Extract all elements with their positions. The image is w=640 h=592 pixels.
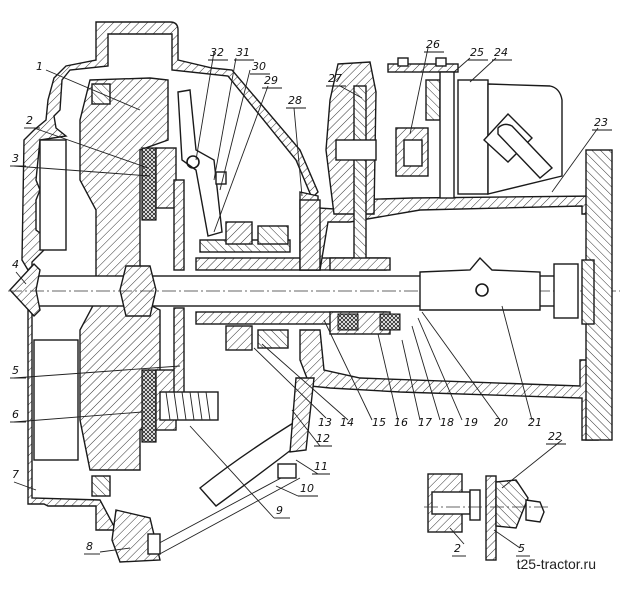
- watermark: t25-tractor.ru: [516, 556, 596, 572]
- callout-23: 23: [592, 116, 612, 131]
- callout-13: 13: [318, 416, 332, 429]
- callout-32: 32: [208, 46, 228, 61]
- callout-16: 16: [394, 416, 408, 429]
- release-levers: [173, 89, 227, 399]
- callout-31: 31: [234, 46, 254, 61]
- detail-view: [424, 473, 548, 561]
- callout-14: 14: [340, 416, 354, 429]
- svg-text:19: 19: [464, 416, 478, 429]
- callout-3: 3: [10, 152, 26, 167]
- callout-labels: 1 2 3 4 5 6 7 8 9 10 11 12 13 14 15 16 1…: [10, 38, 612, 557]
- svg-text:25: 25: [470, 46, 484, 59]
- callout-25: 25: [468, 46, 488, 61]
- svg-text:30: 30: [252, 60, 266, 73]
- svg-text:18: 18: [440, 416, 454, 429]
- hydraulic-booster-tube: [149, 377, 315, 557]
- callout-10: 10: [298, 482, 318, 497]
- svg-text:20: 20: [494, 416, 508, 429]
- callout-21: 21: [528, 416, 542, 429]
- pto-gear-drive: [325, 61, 401, 335]
- svg-text:2: 2: [26, 114, 33, 127]
- detail-callout-2: 2: [452, 542, 466, 557]
- clutch-housing: [21, 21, 319, 531]
- svg-text:11: 11: [314, 460, 328, 473]
- callout-11: 11: [312, 460, 330, 475]
- svg-text:24: 24: [494, 46, 508, 59]
- svg-text:7: 7: [12, 468, 19, 481]
- callout-4: 4: [12, 258, 19, 271]
- callout-leader-lines: [13, 47, 599, 553]
- svg-text:21: 21: [528, 416, 542, 429]
- svg-text:12: 12: [316, 432, 330, 445]
- svg-text:15: 15: [372, 416, 386, 429]
- callout-9: 9: [274, 504, 290, 519]
- callout-24: 24: [492, 46, 512, 61]
- callout-26: 26: [424, 38, 444, 53]
- detail-callout-5: 5: [516, 542, 530, 557]
- callout-7: 7: [12, 468, 19, 481]
- svg-text:14: 14: [340, 416, 354, 429]
- callout-8: 8: [84, 540, 100, 555]
- svg-text:29: 29: [264, 74, 278, 87]
- svg-text:17: 17: [418, 416, 432, 429]
- svg-text:31: 31: [236, 46, 250, 59]
- callout-20: 20: [494, 416, 508, 429]
- svg-text:23: 23: [594, 116, 608, 129]
- callout-18: 18: [440, 416, 454, 429]
- release-bearing: [225, 221, 289, 351]
- callout-27: 27: [326, 72, 346, 87]
- svg-text:13: 13: [318, 416, 332, 429]
- callout-12: 12: [314, 432, 332, 447]
- svg-text:22: 22: [548, 430, 562, 443]
- callout-17: 17: [418, 416, 432, 429]
- lower-support: [111, 509, 161, 563]
- callout-5: 5: [10, 364, 26, 379]
- callout-29: 29: [262, 74, 282, 89]
- hydraulic-pump: [457, 79, 563, 195]
- svg-text:32: 32: [210, 46, 224, 59]
- callout-15: 15: [372, 416, 386, 429]
- callout-1: 1: [36, 60, 43, 73]
- svg-text:5: 5: [12, 364, 19, 377]
- svg-text:8: 8: [86, 540, 93, 553]
- svg-text:28: 28: [288, 94, 302, 107]
- svg-text:2: 2: [454, 542, 461, 555]
- svg-text:9: 9: [276, 504, 283, 517]
- callout-6: 6: [10, 408, 26, 423]
- callout-22: 22: [546, 430, 566, 445]
- pto-shaft-end: [419, 256, 595, 325]
- svg-text:26: 26: [426, 38, 440, 51]
- coupling: [395, 79, 441, 177]
- callout-28: 28: [286, 94, 306, 109]
- svg-text:5: 5: [518, 542, 525, 555]
- callout-2: 2: [24, 114, 40, 129]
- svg-text:3: 3: [12, 152, 19, 165]
- callout-30: 30: [250, 60, 270, 75]
- svg-text:10: 10: [300, 482, 314, 495]
- svg-text:16: 16: [394, 416, 408, 429]
- svg-text:6: 6: [12, 408, 19, 421]
- svg-text:1: 1: [36, 60, 43, 73]
- svg-text:4: 4: [12, 258, 19, 271]
- callout-19: 19: [464, 416, 478, 429]
- mount-bracket: [387, 57, 459, 199]
- svg-text:27: 27: [328, 72, 342, 85]
- pressure-spring: [159, 391, 219, 421]
